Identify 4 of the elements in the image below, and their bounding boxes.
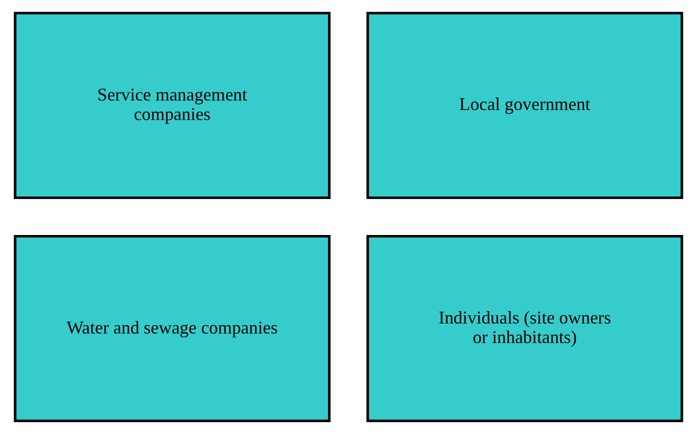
node-box: Local government bbox=[366, 12, 684, 200]
node-box: Individuals (site owners or inhabitants) bbox=[366, 234, 684, 422]
node-box: Service management companies bbox=[14, 12, 331, 200]
node-box: Water and sewage companies bbox=[14, 234, 331, 422]
